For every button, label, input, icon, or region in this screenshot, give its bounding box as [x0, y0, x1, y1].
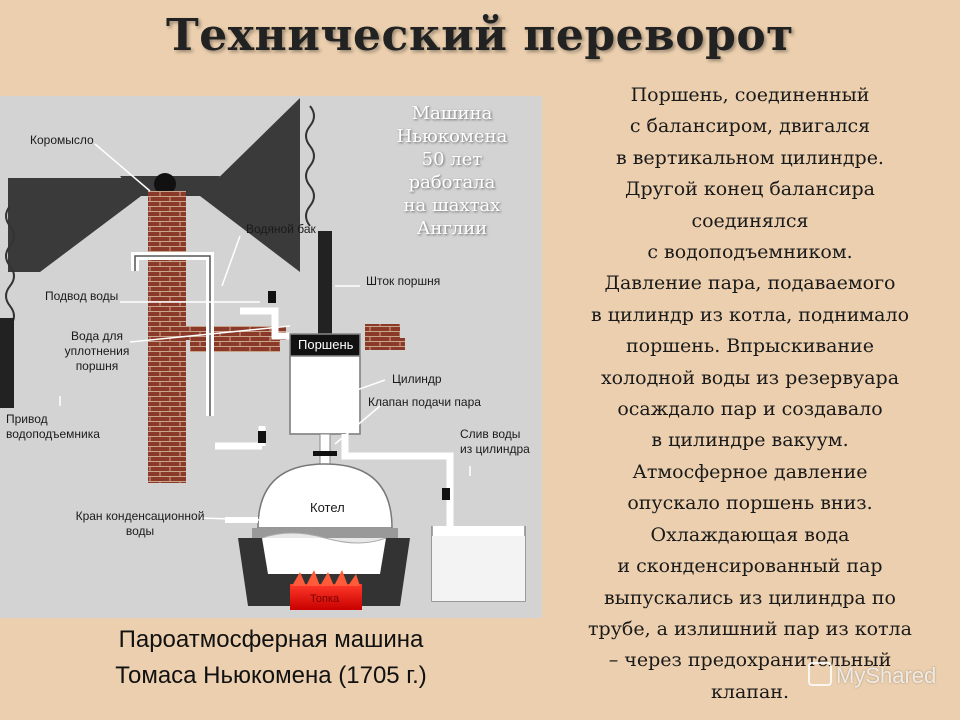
description-line: выпускались из цилиндра по [604, 586, 896, 609]
description-line: Поршень, соединенный [630, 84, 870, 106]
label-condense-tap: Кран конденсационной воды [75, 509, 205, 538]
description-line: с водоподъемником. [647, 241, 853, 264]
description-line: в вертикальном цилиндре. [616, 146, 884, 169]
label-pump-drive: Привод водоподъемника [6, 412, 100, 441]
description-line: Охлаждающая вода [650, 523, 850, 546]
description-line: опускало поршень вниз. [627, 492, 873, 515]
description-line: – через предохранительный [608, 649, 892, 672]
description-line: Другой конец балансира [625, 178, 875, 201]
watermark: MyShared [808, 662, 936, 689]
slide-title: Технический переворот [166, 10, 794, 61]
diagram-caption: Пароатмосферная машина Томаса Ньюкомена … [115, 626, 427, 689]
engine-illustration [0, 98, 526, 610]
watermark-text: MyShared [836, 663, 937, 688]
description-line: Атмосферное давление [632, 460, 868, 483]
diagram-note: Машина Ньюкомена 50 лет работала на шахт… [396, 103, 508, 239]
beam-shape [8, 98, 300, 272]
description-line: осаждало пар и создавало [617, 398, 883, 421]
label-beam: Коромысло [30, 133, 94, 147]
description-line: соединялся [691, 209, 809, 232]
label-piston-rod: Шток поршня [366, 274, 441, 288]
description-line: в цилиндр из котла, поднимало [590, 303, 910, 326]
label-piston: Поршень [298, 337, 354, 352]
label-boiler: Котел [310, 500, 345, 515]
label-cylinder: Цилиндр [392, 372, 442, 386]
newcomen-engine-diagram: Коромысло Водяной бак Подвод воды Шток п… [0, 96, 542, 618]
watermark-logo-icon [808, 662, 832, 686]
description-line: с балансиром, двигался [629, 115, 871, 138]
description-line: в цилиндре вакуум. [651, 429, 849, 452]
description-line: и сконденсированный пар [617, 555, 883, 578]
label-firebox: Топка [310, 593, 340, 605]
description-line: Давление пара, подаваемого [604, 272, 896, 295]
label-seal-water: Вода для уплотнения поршня [64, 329, 130, 373]
description-line: клапан. [711, 680, 789, 703]
description-line: трубе, а излишний пар из котла [588, 617, 912, 640]
label-steam-valve: Клапан подачи пара [368, 395, 481, 409]
label-drain: Слив воды из цилиндра [460, 427, 530, 456]
description-text: Поршень, соединенный с балансиром, двига… [540, 80, 960, 708]
description-line: холодной воды из резервуара [600, 366, 900, 389]
description-line: поршень. Впрыскивание [626, 335, 874, 358]
label-water-tank: Водяной бак [246, 222, 316, 236]
label-water-supply: Подвод воды [45, 289, 119, 303]
boiler-shape [238, 463, 410, 606]
